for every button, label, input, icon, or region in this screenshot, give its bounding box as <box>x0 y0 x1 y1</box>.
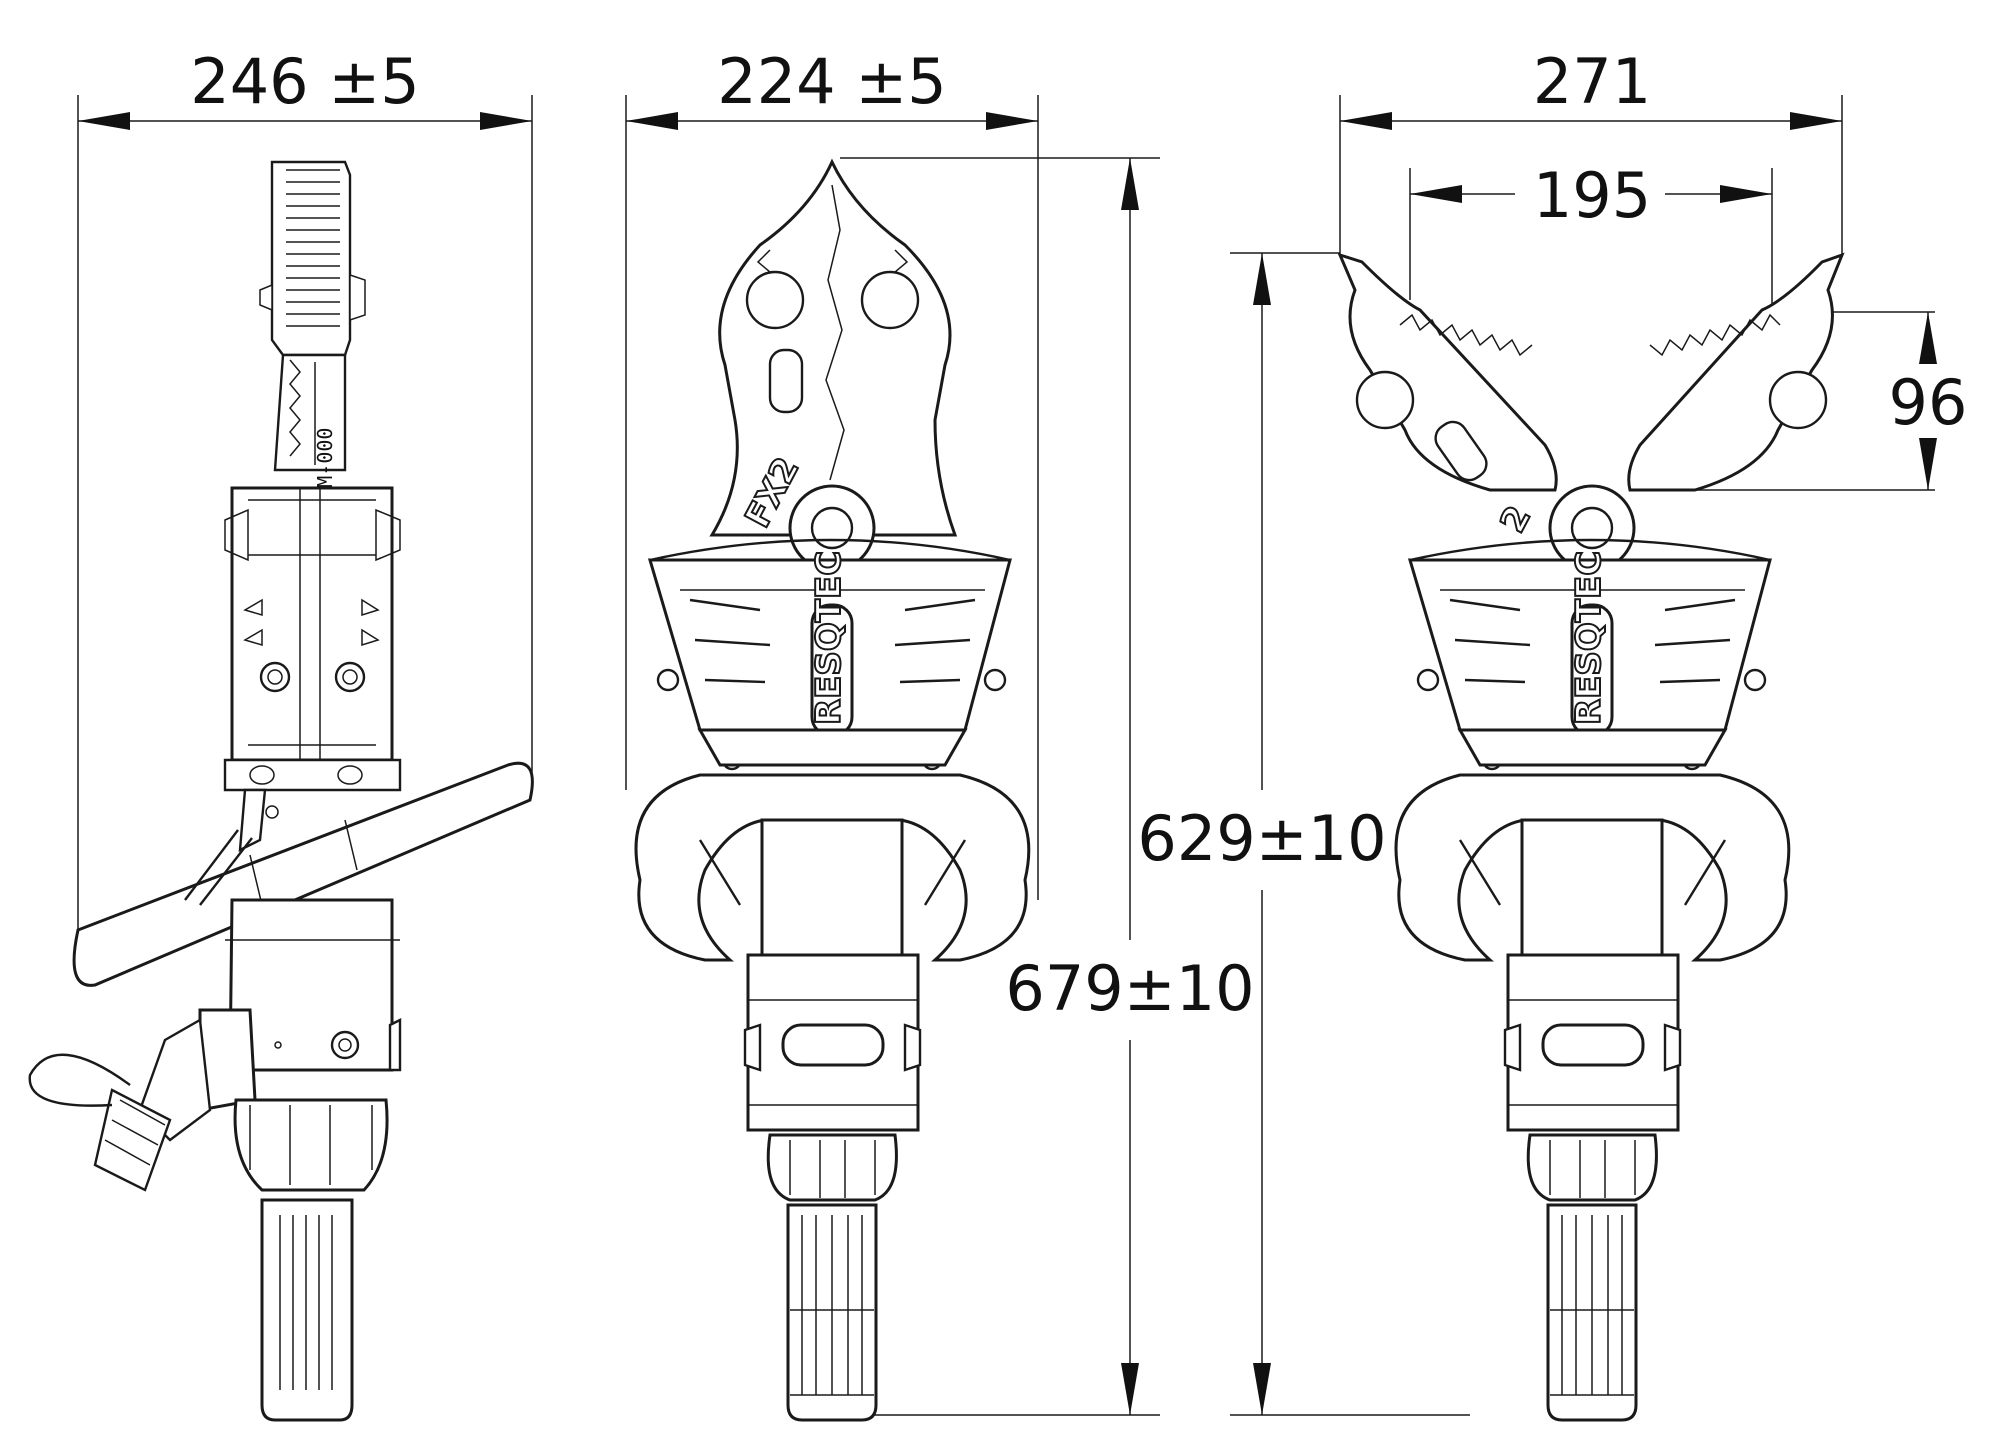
dimension-side-width: 246 ±5 <box>77 45 533 975</box>
model-label-open: 2 <box>1493 500 1539 540</box>
tool-front-open: 2 RESQTEC <box>1337 252 1845 1422</box>
dimension-front-width: 224 ±5 <box>625 45 1039 900</box>
brand-logo-open: RESQTEC <box>1569 551 1609 725</box>
side-width-label: 246 ±5 <box>190 45 419 118</box>
open-width-label: 271 <box>1533 45 1651 118</box>
dimension-open-width: 271 <box>1339 45 1843 255</box>
brand-logo-closed: RESQTEC <box>809 551 849 725</box>
front-width-label: 224 ±5 <box>717 45 946 118</box>
dimension-tip-gap: 195 <box>1409 159 1773 320</box>
dimension-closed-length: 679±10 <box>840 157 1255 1416</box>
jaw-height-label: 96 <box>1889 366 1968 439</box>
tool-side-view: Z-X-YMM-000 <box>28 160 534 1422</box>
dimension-jaw-height: 96 <box>1640 311 1968 491</box>
dimension-open-length: 629±10 <box>1137 252 1470 1416</box>
tool-front-closed: FX2 RESQTEC <box>634 158 1031 1422</box>
open-length-label: 629±10 <box>1137 802 1386 875</box>
tip-gap-label: 195 <box>1533 159 1651 232</box>
closed-length-label: 679±10 <box>1005 952 1254 1025</box>
